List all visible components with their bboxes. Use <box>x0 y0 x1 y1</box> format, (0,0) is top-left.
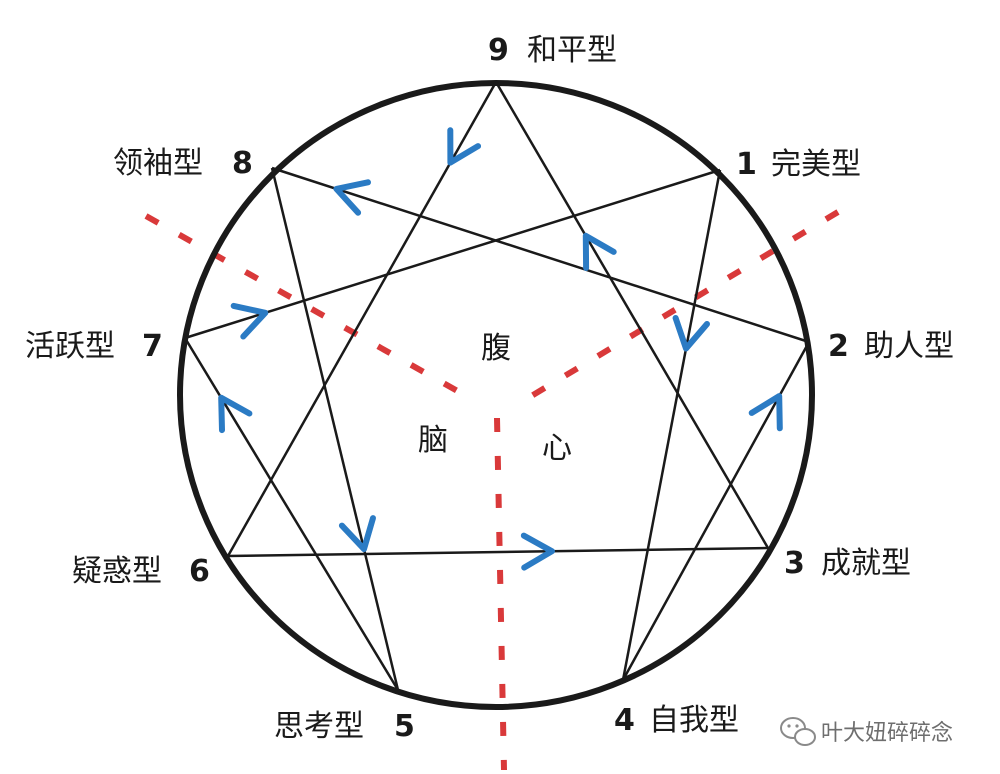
node-5-label: 思考型 <box>274 709 364 744</box>
arrow-8-to-5 <box>338 515 376 553</box>
node-2-label: 助人型 <box>864 329 954 364</box>
node-5-number: 5 <box>394 709 415 744</box>
arrow-7-to-1 <box>230 302 269 340</box>
line-4-2 <box>621 341 811 681</box>
center-heart-label: 心 <box>542 431 572 466</box>
line-5-7 <box>183 337 400 691</box>
node-6-label: 疑惑型 <box>72 554 162 589</box>
node-1-label: 完美型 <box>771 147 861 182</box>
line-2-8 <box>271 166 810 344</box>
node-8-label: 领袖型 <box>113 146 203 181</box>
direction-arrows <box>218 127 783 571</box>
center-dividers <box>144 209 840 771</box>
line-1-4 <box>621 169 722 681</box>
node-3-number: 3 <box>784 546 805 581</box>
line-9-6 <box>226 81 498 557</box>
line-8-5 <box>270 167 400 691</box>
node-7-label: 活跃型 <box>25 329 115 364</box>
center-gut-label: 腹 <box>481 331 511 366</box>
node-9-label: 和平型 <box>527 33 617 68</box>
arrow-1-to-4 <box>672 315 710 352</box>
arrow-6-to-3 <box>520 532 555 571</box>
node-9-number: 9 <box>488 33 509 68</box>
node-7-number: 7 <box>142 329 163 364</box>
node-6-number: 6 <box>189 554 210 589</box>
node-2-number: 2 <box>828 329 849 364</box>
node-3-label: 成就型 <box>821 546 911 581</box>
arrow-4-to-2 <box>748 393 783 432</box>
watermark-text: 叶大妞碎碎念 <box>821 721 953 746</box>
wechat-icon <box>780 717 816 746</box>
connection-lines <box>183 81 811 691</box>
line-6-3 <box>227 546 769 558</box>
divider-head-heart <box>494 417 507 771</box>
node-4-label: 自我型 <box>649 703 739 738</box>
node-8-number: 8 <box>232 146 253 181</box>
node-labels: 9 和平型 1 完美型 2 助人型 3 成就型 4 自我型 思考型 5 疑惑型 … <box>25 33 954 744</box>
arrow-3-to-9 <box>582 232 617 271</box>
center-head-label: 脑 <box>418 423 448 458</box>
divider-head-gut <box>144 213 472 401</box>
line-7-1 <box>184 168 721 340</box>
watermark: 叶大妞碎碎念 <box>780 717 953 746</box>
line-9-3 <box>494 81 770 549</box>
center-labels: 腹 脑 心 <box>418 331 572 466</box>
node-4-number: 4 <box>614 703 635 738</box>
arrow-2-to-8 <box>333 179 371 216</box>
arrow-5-to-7 <box>218 394 253 434</box>
arrow-9-to-6 <box>447 127 482 166</box>
node-1-number: 1 <box>736 147 757 182</box>
